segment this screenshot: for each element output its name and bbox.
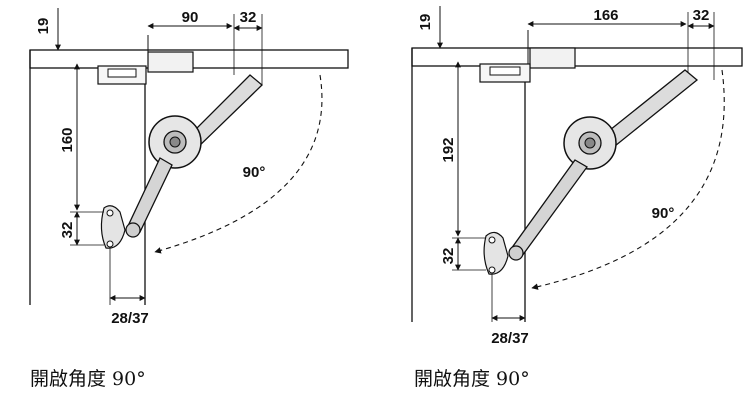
figure-right: 19 166 32 192 32 28/37 90° 開啟角度 90°	[411, 6, 743, 390]
stay-pivot-inner	[584, 137, 596, 149]
angle-label: 90°	[652, 205, 675, 222]
bracket-screw-top	[488, 236, 496, 244]
caption: 開啟角度 90°	[414, 368, 530, 390]
dim-32-side-label: 32	[440, 248, 457, 265]
stay-bottom-pivot	[508, 245, 524, 261]
dim-32-side-label: 32	[59, 222, 76, 239]
dim-19-label: 19	[417, 14, 434, 31]
dim-32-top-label: 32	[693, 7, 710, 24]
dim-28-37-label: 28/37	[491, 330, 529, 347]
dim-166-label: 166	[593, 7, 618, 24]
opening-arc	[531, 69, 725, 290]
stay-pivot-inner	[169, 136, 181, 148]
side-bracket	[100, 205, 126, 249]
side-bracket	[483, 231, 509, 275]
stay-lower-arm	[127, 157, 173, 233]
mounting-plate-slot	[489, 66, 521, 76]
dim-28-37-label: 28/37	[111, 310, 149, 327]
hinge-block	[147, 51, 194, 73]
bracket-screw-bottom	[488, 266, 496, 274]
cabinet-top-panel	[411, 47, 743, 67]
dim-90-label: 90	[182, 9, 199, 26]
opening-arc	[154, 74, 323, 254]
stay-bottom-pivot	[125, 222, 141, 238]
dim-192-label: 192	[440, 137, 457, 162]
bracket-screw-top	[106, 209, 114, 217]
caption: 開啟角度 90°	[30, 368, 146, 390]
figure-left: 19 90 32 160 32 28/37 90° 開啟角度 90°	[29, 8, 349, 390]
stay-lower-arm	[510, 159, 588, 257]
dim-19-label: 19	[35, 18, 52, 35]
angle-label: 90°	[243, 164, 266, 181]
hinge-block	[529, 47, 576, 69]
dim-160-label: 160	[59, 127, 76, 152]
dim-32-top-label: 32	[240, 9, 257, 26]
bracket-screw-bottom	[106, 240, 114, 248]
mounting-plate-slot	[107, 68, 137, 78]
